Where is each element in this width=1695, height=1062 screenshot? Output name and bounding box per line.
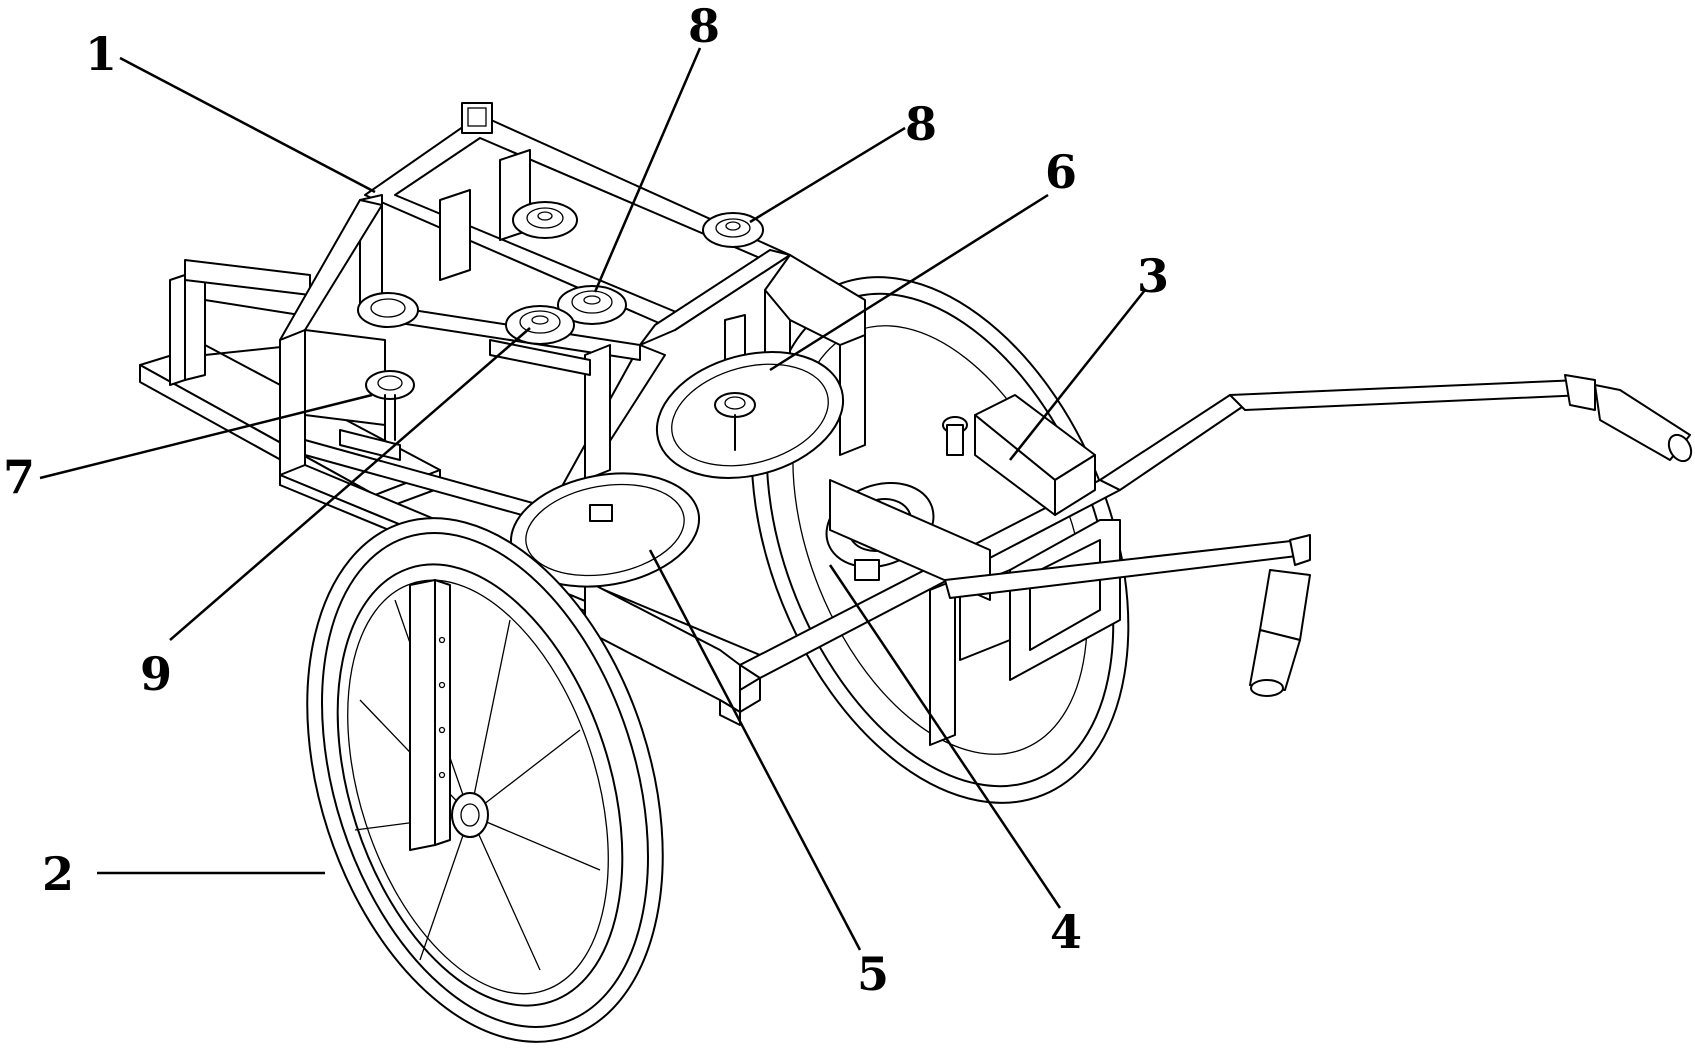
leader-5 [648,549,862,951]
handle-upper [1099,374,1693,491]
callout-7: 7 [3,450,35,504]
sprocket-left [357,292,419,328]
leader-3 [1009,289,1146,461]
leader-8a [593,47,702,293]
callout-2: 2 [42,847,74,901]
callout-labels: 1 2 3 4 5 6 7 8 8 9 [3,0,1169,1001]
callout-3: 3 [1137,249,1169,303]
callout-8-upper: 8 [688,0,720,53]
leader-7 [39,393,373,480]
handle-lower [944,534,1311,697]
sprocket-top-1 [512,201,578,239]
leader-4 [828,564,1062,909]
leader-1 [119,56,376,194]
callout-4: 4 [1050,905,1082,959]
callout-1: 1 [85,27,117,81]
gearbox-4 [825,479,991,601]
front-wheel [306,517,664,1043]
leader-9 [169,327,531,641]
cutter-disc-6 [655,351,845,479]
sprocket-top-8 [702,212,764,248]
leader-lines [39,47,1146,951]
cutter-disc-5 [509,472,701,588]
callout-8-right: 8 [905,97,937,151]
callout-5: 5 [857,947,889,1001]
callout-6: 6 [1045,145,1077,199]
leader-8b [749,126,906,224]
leader-6 [769,193,1049,372]
motor-3 [942,394,1096,516]
callout-9: 9 [140,647,172,701]
sprocket-mid-8 [557,285,627,325]
